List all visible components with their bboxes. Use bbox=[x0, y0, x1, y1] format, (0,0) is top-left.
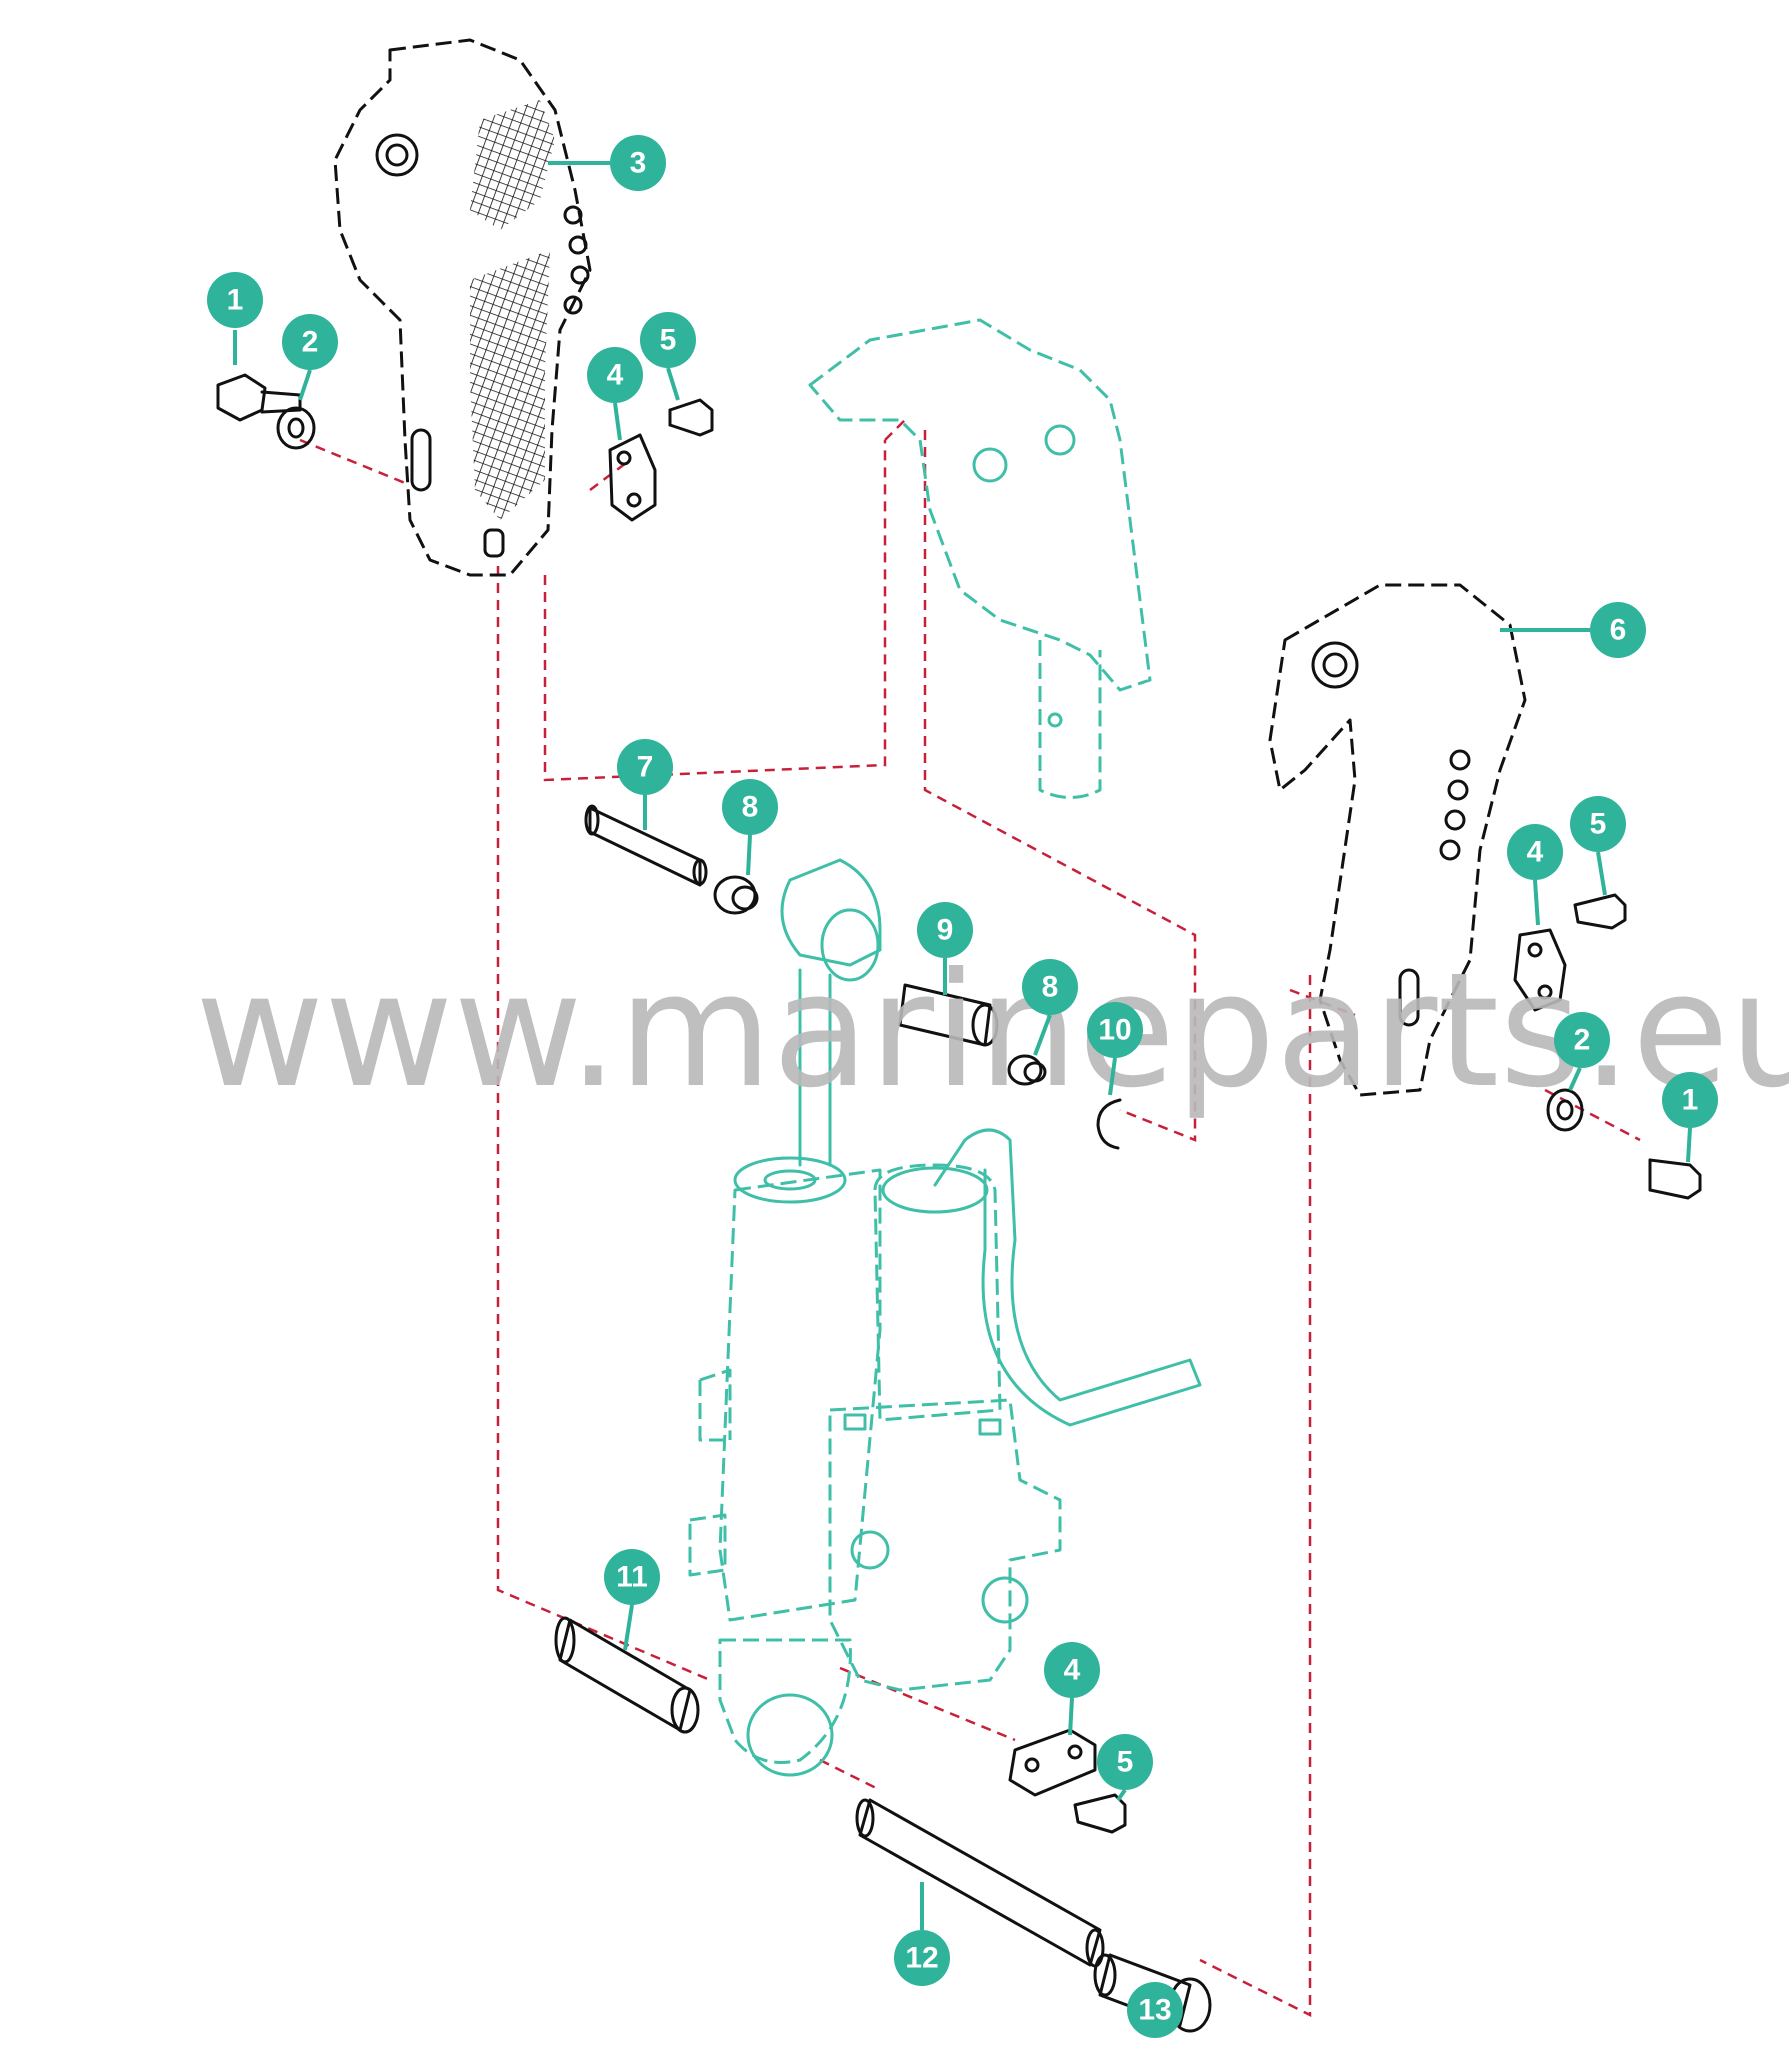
callout-3[interactable]: 3 bbox=[548, 135, 666, 191]
svg-text:6: 6 bbox=[1610, 614, 1627, 647]
part-1-bolt-left bbox=[216, 373, 302, 422]
svg-text:8: 8 bbox=[742, 791, 759, 824]
part-4-plate-right bbox=[1513, 928, 1567, 1012]
svg-text:11: 11 bbox=[616, 1561, 648, 1594]
callout-4-lower[interactable]: 4 bbox=[1044, 1642, 1100, 1736]
svg-text:13: 13 bbox=[1138, 1994, 1171, 2027]
svg-text:1: 1 bbox=[227, 284, 244, 317]
part-2-washer-left bbox=[276, 406, 316, 450]
part-5-screw-lower bbox=[1073, 1793, 1127, 1834]
svg-text:4: 4 bbox=[607, 359, 624, 392]
part-8-bushing-lower bbox=[1007, 1054, 1047, 1086]
svg-text:5: 5 bbox=[660, 324, 677, 357]
svg-text:5: 5 bbox=[1117, 1746, 1134, 1779]
part-10-snap-ring bbox=[1096, 1098, 1122, 1150]
callout-10[interactable]: 10 bbox=[1087, 1002, 1143, 1096]
power-trim-unit bbox=[688, 858, 1202, 1777]
callout-11[interactable]: 11 bbox=[604, 1549, 660, 1651]
callout-4-right[interactable]: 4 bbox=[1507, 824, 1563, 926]
part-9-sleeve bbox=[898, 983, 999, 1047]
reference-lines bbox=[299, 419, 1641, 2018]
svg-text:10: 10 bbox=[1098, 1014, 1131, 1047]
callout-5-lower[interactable]: 5 bbox=[1097, 1734, 1153, 1802]
callout-1-right[interactable]: 1 bbox=[1662, 1072, 1718, 1163]
svg-text:7: 7 bbox=[637, 751, 654, 784]
svg-text:4: 4 bbox=[1064, 1654, 1081, 1687]
part-2-washer-right bbox=[1546, 1088, 1584, 1132]
callout-2-right[interactable]: 2 bbox=[1554, 1012, 1610, 1091]
callout-7[interactable]: 7 bbox=[617, 739, 673, 830]
svg-text:2: 2 bbox=[1574, 1024, 1591, 1057]
part-12-pin bbox=[855, 1798, 1105, 1968]
callout-12[interactable]: 12 bbox=[894, 1882, 950, 1986]
callout-5-right[interactable]: 5 bbox=[1570, 796, 1626, 896]
svg-text:1: 1 bbox=[1682, 1084, 1699, 1117]
part-1-bolt-right bbox=[1648, 1158, 1702, 1200]
callout-2-left[interactable]: 2 bbox=[282, 314, 338, 401]
callouts: 1 2 3 4 5 6 7 8 bbox=[207, 135, 1718, 2038]
svg-text:2: 2 bbox=[302, 326, 319, 359]
callout-4-upper-left[interactable]: 4 bbox=[587, 347, 643, 441]
callout-1-left[interactable]: 1 bbox=[207, 272, 263, 365]
svg-text:3: 3 bbox=[630, 147, 647, 180]
part-7-pin bbox=[584, 804, 708, 887]
part-4-plate-lower bbox=[1008, 1728, 1097, 1797]
part-5-screw-right bbox=[1573, 893, 1627, 930]
part-4-plate-upper-left bbox=[608, 433, 657, 522]
svg-text:8: 8 bbox=[1042, 971, 1059, 1004]
callout-8-lower[interactable]: 8 bbox=[1022, 959, 1078, 1056]
svg-text:5: 5 bbox=[1590, 808, 1607, 841]
callout-9[interactable]: 9 bbox=[917, 902, 973, 995]
svg-text:9: 9 bbox=[937, 914, 954, 947]
svg-text:4: 4 bbox=[1527, 836, 1544, 869]
part-5-screw-upper-left bbox=[668, 398, 714, 437]
watermark: www.marineparts.eu bbox=[195, 939, 1789, 1123]
callout-5-upper-left[interactable]: 5 bbox=[640, 312, 696, 401]
callout-13[interactable]: 13 bbox=[1127, 1982, 1183, 2038]
part-6-starboard-clamp-bracket bbox=[1268, 583, 1527, 1097]
swivel-bracket bbox=[808, 318, 1152, 799]
callout-6[interactable]: 6 bbox=[1500, 602, 1646, 658]
svg-text:12: 12 bbox=[905, 1942, 938, 1975]
callout-8-upper[interactable]: 8 bbox=[722, 779, 778, 876]
part-11-sleeve bbox=[554, 1616, 700, 1734]
part-3-port-clamp-bracket bbox=[333, 38, 592, 577]
part-8-bushing-upper bbox=[713, 875, 759, 915]
